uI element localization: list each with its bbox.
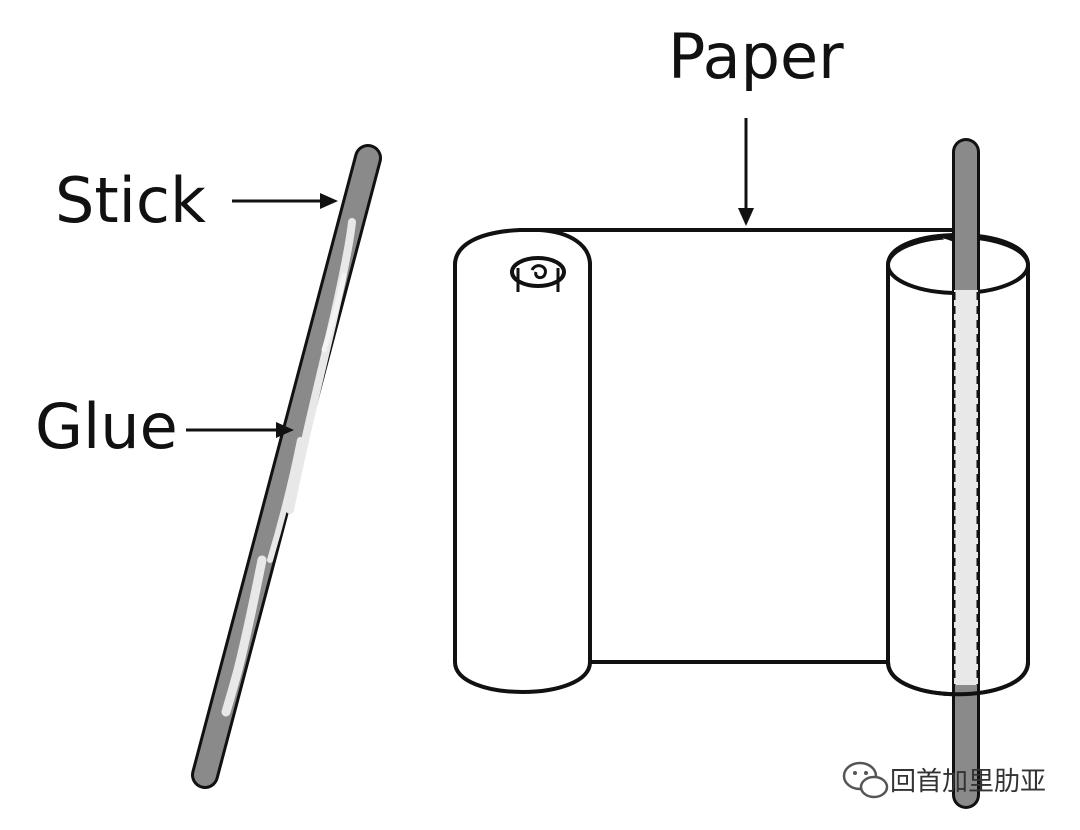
stick-label: Stick <box>55 164 206 237</box>
glue-streak <box>321 272 347 353</box>
watermark-text: 回首加里肋亚 <box>890 767 1046 797</box>
left-roll-inner-curl <box>510 256 566 288</box>
left-roll-curl-edge <box>516 268 560 292</box>
paper-arrow <box>738 118 754 226</box>
glue-streak <box>221 555 267 717</box>
glue-label: Glue <box>35 390 178 463</box>
left-roll-body <box>453 233 592 694</box>
stick-with-glue <box>191 144 382 789</box>
stick-fill <box>194 147 379 786</box>
glue-arrow <box>186 422 294 438</box>
stick-arrow <box>232 193 338 209</box>
left-roll-spiral <box>530 264 547 280</box>
scroll-stick <box>886 138 1030 809</box>
wechat-icon <box>842 761 889 799</box>
left-roll-top <box>453 228 592 266</box>
left-roll <box>453 228 592 694</box>
glue-streak <box>286 218 356 514</box>
glue-streak <box>267 437 303 563</box>
paper-label: Paper <box>668 20 844 93</box>
watermark: 回首加里肋亚 <box>842 761 1046 799</box>
paper-scroll <box>453 138 1030 809</box>
